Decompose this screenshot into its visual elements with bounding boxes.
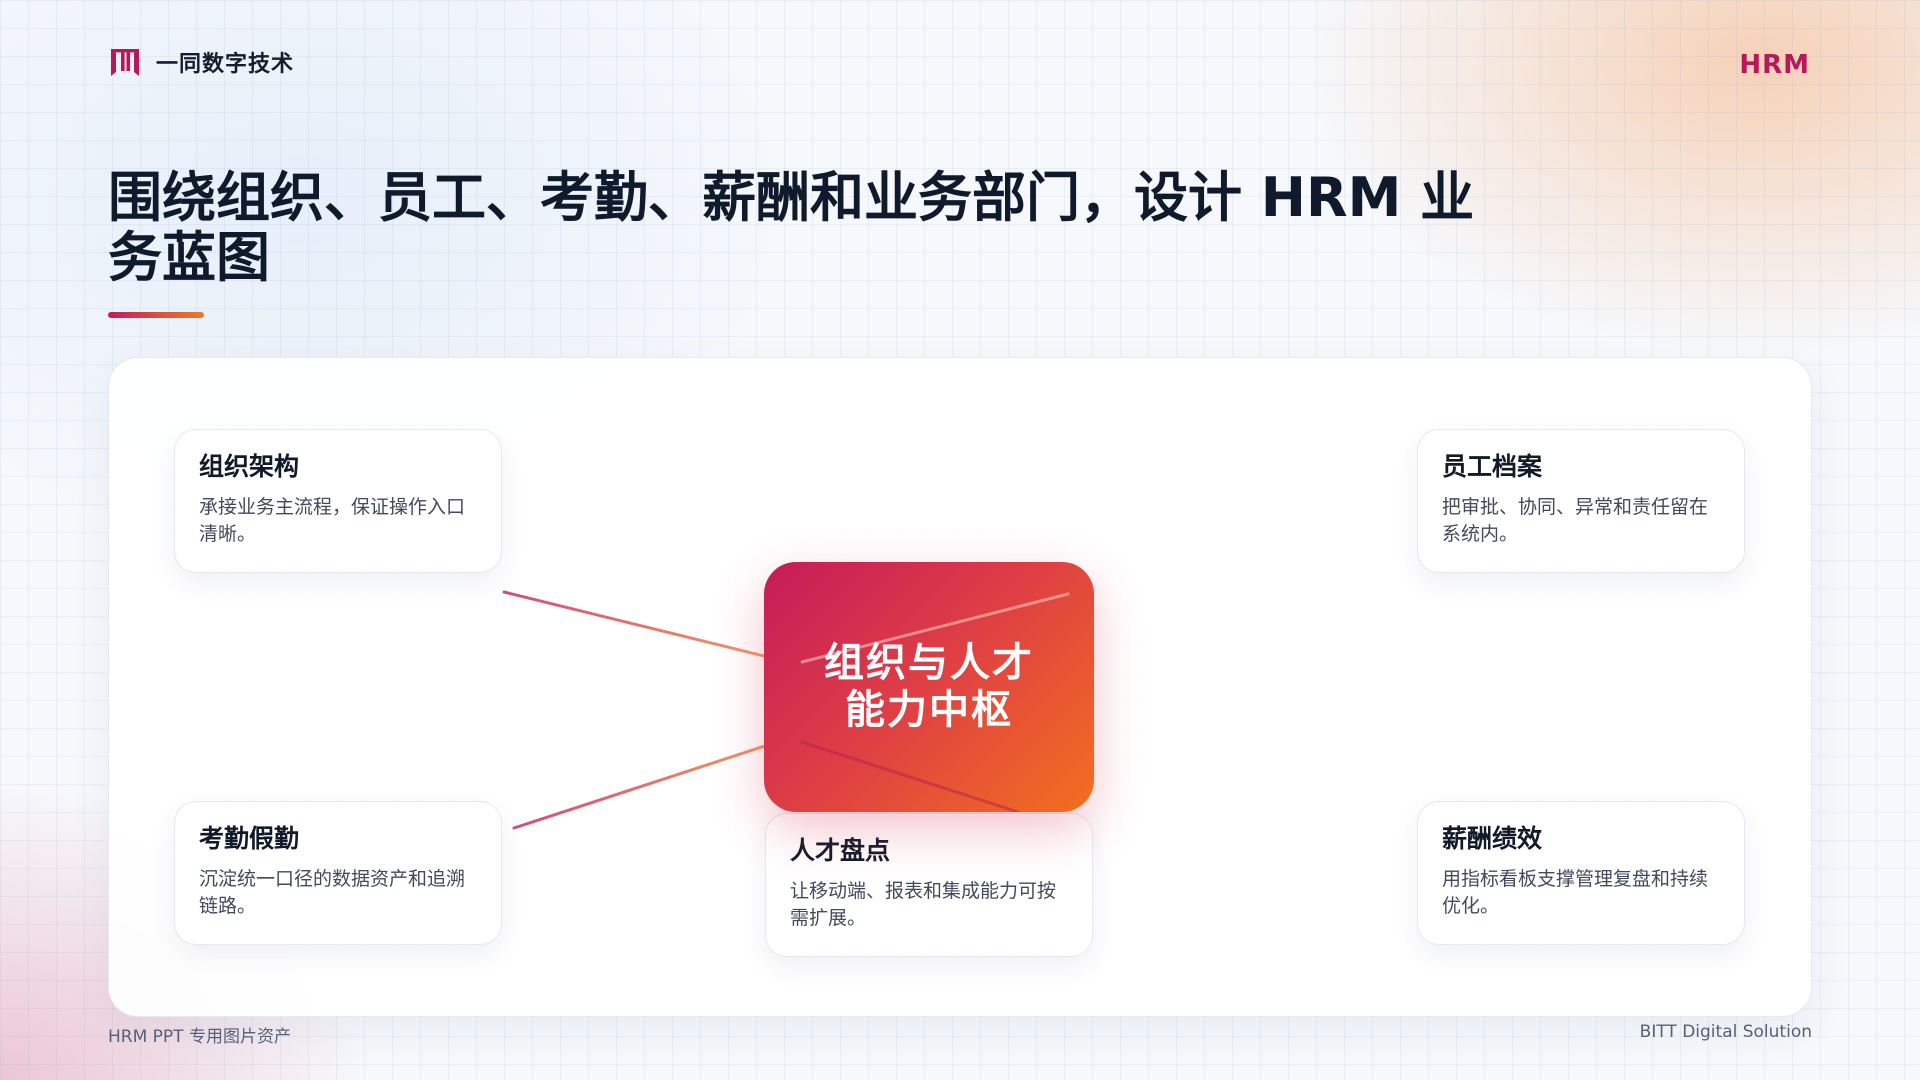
brand-name: 一同数字技术 xyxy=(156,52,295,77)
footer-left: HRM PPT 专用图片资产 xyxy=(108,1027,291,1047)
footer-right: BITT Digital Solution xyxy=(1639,1022,1812,1042)
node-card-employee[interactable]: 员工档案 把审批、协同、异常和责任留在系统内。 xyxy=(1417,429,1745,573)
node-title: 人才盘点 xyxy=(790,836,891,865)
hub-title: 组织与人才能力中枢 xyxy=(824,640,1034,733)
node-description: 沉淀统一口径的数据资产和追溯链路。 xyxy=(199,868,466,917)
node-card-talent[interactable]: 人才盘点 让移动端、报表和集成能力可按需扩展。 xyxy=(765,813,1093,957)
node-card-org[interactable]: 组织架构 承接业务主流程，保证操作入口清晰。 xyxy=(174,429,502,573)
node-title: 薪酬绩效 xyxy=(1442,824,1543,853)
page-title: 围绕组织、员工、考勤、薪酬和业务部门，设计 HRM 业务蓝图 xyxy=(108,166,1475,289)
bracket-m-logo-icon xyxy=(111,49,139,76)
brand: 一同数字技术 xyxy=(108,44,294,80)
node-title: 员工档案 xyxy=(1442,452,1543,481)
node-description: 把审批、协同、异常和责任留在系统内。 xyxy=(1442,496,1709,545)
header-tag: HRM xyxy=(1739,50,1810,80)
hub-connector-lines xyxy=(800,592,1070,812)
node-description: 让移动端、报表和集成能力可按需扩展。 xyxy=(790,880,1057,929)
node-title: 考勤假勤 xyxy=(199,824,300,853)
hub-line-lower xyxy=(800,740,1020,812)
hub-line-upper xyxy=(800,592,1070,664)
node-description: 用指标看板支撑管理复盘和持续优化。 xyxy=(1442,868,1709,917)
node-card-attendance[interactable]: 考勤假勤 沉淀统一口径的数据资产和追溯链路。 xyxy=(174,801,502,945)
hub-card[interactable]: 组织与人才能力中枢 xyxy=(764,562,1094,812)
node-title: 组织架构 xyxy=(199,452,300,481)
node-card-compensation[interactable]: 薪酬绩效 用指标看板支撑管理复盘和持续优化。 xyxy=(1417,801,1745,945)
node-description: 承接业务主流程，保证操作入口清晰。 xyxy=(199,496,466,545)
title-underline xyxy=(108,312,204,318)
